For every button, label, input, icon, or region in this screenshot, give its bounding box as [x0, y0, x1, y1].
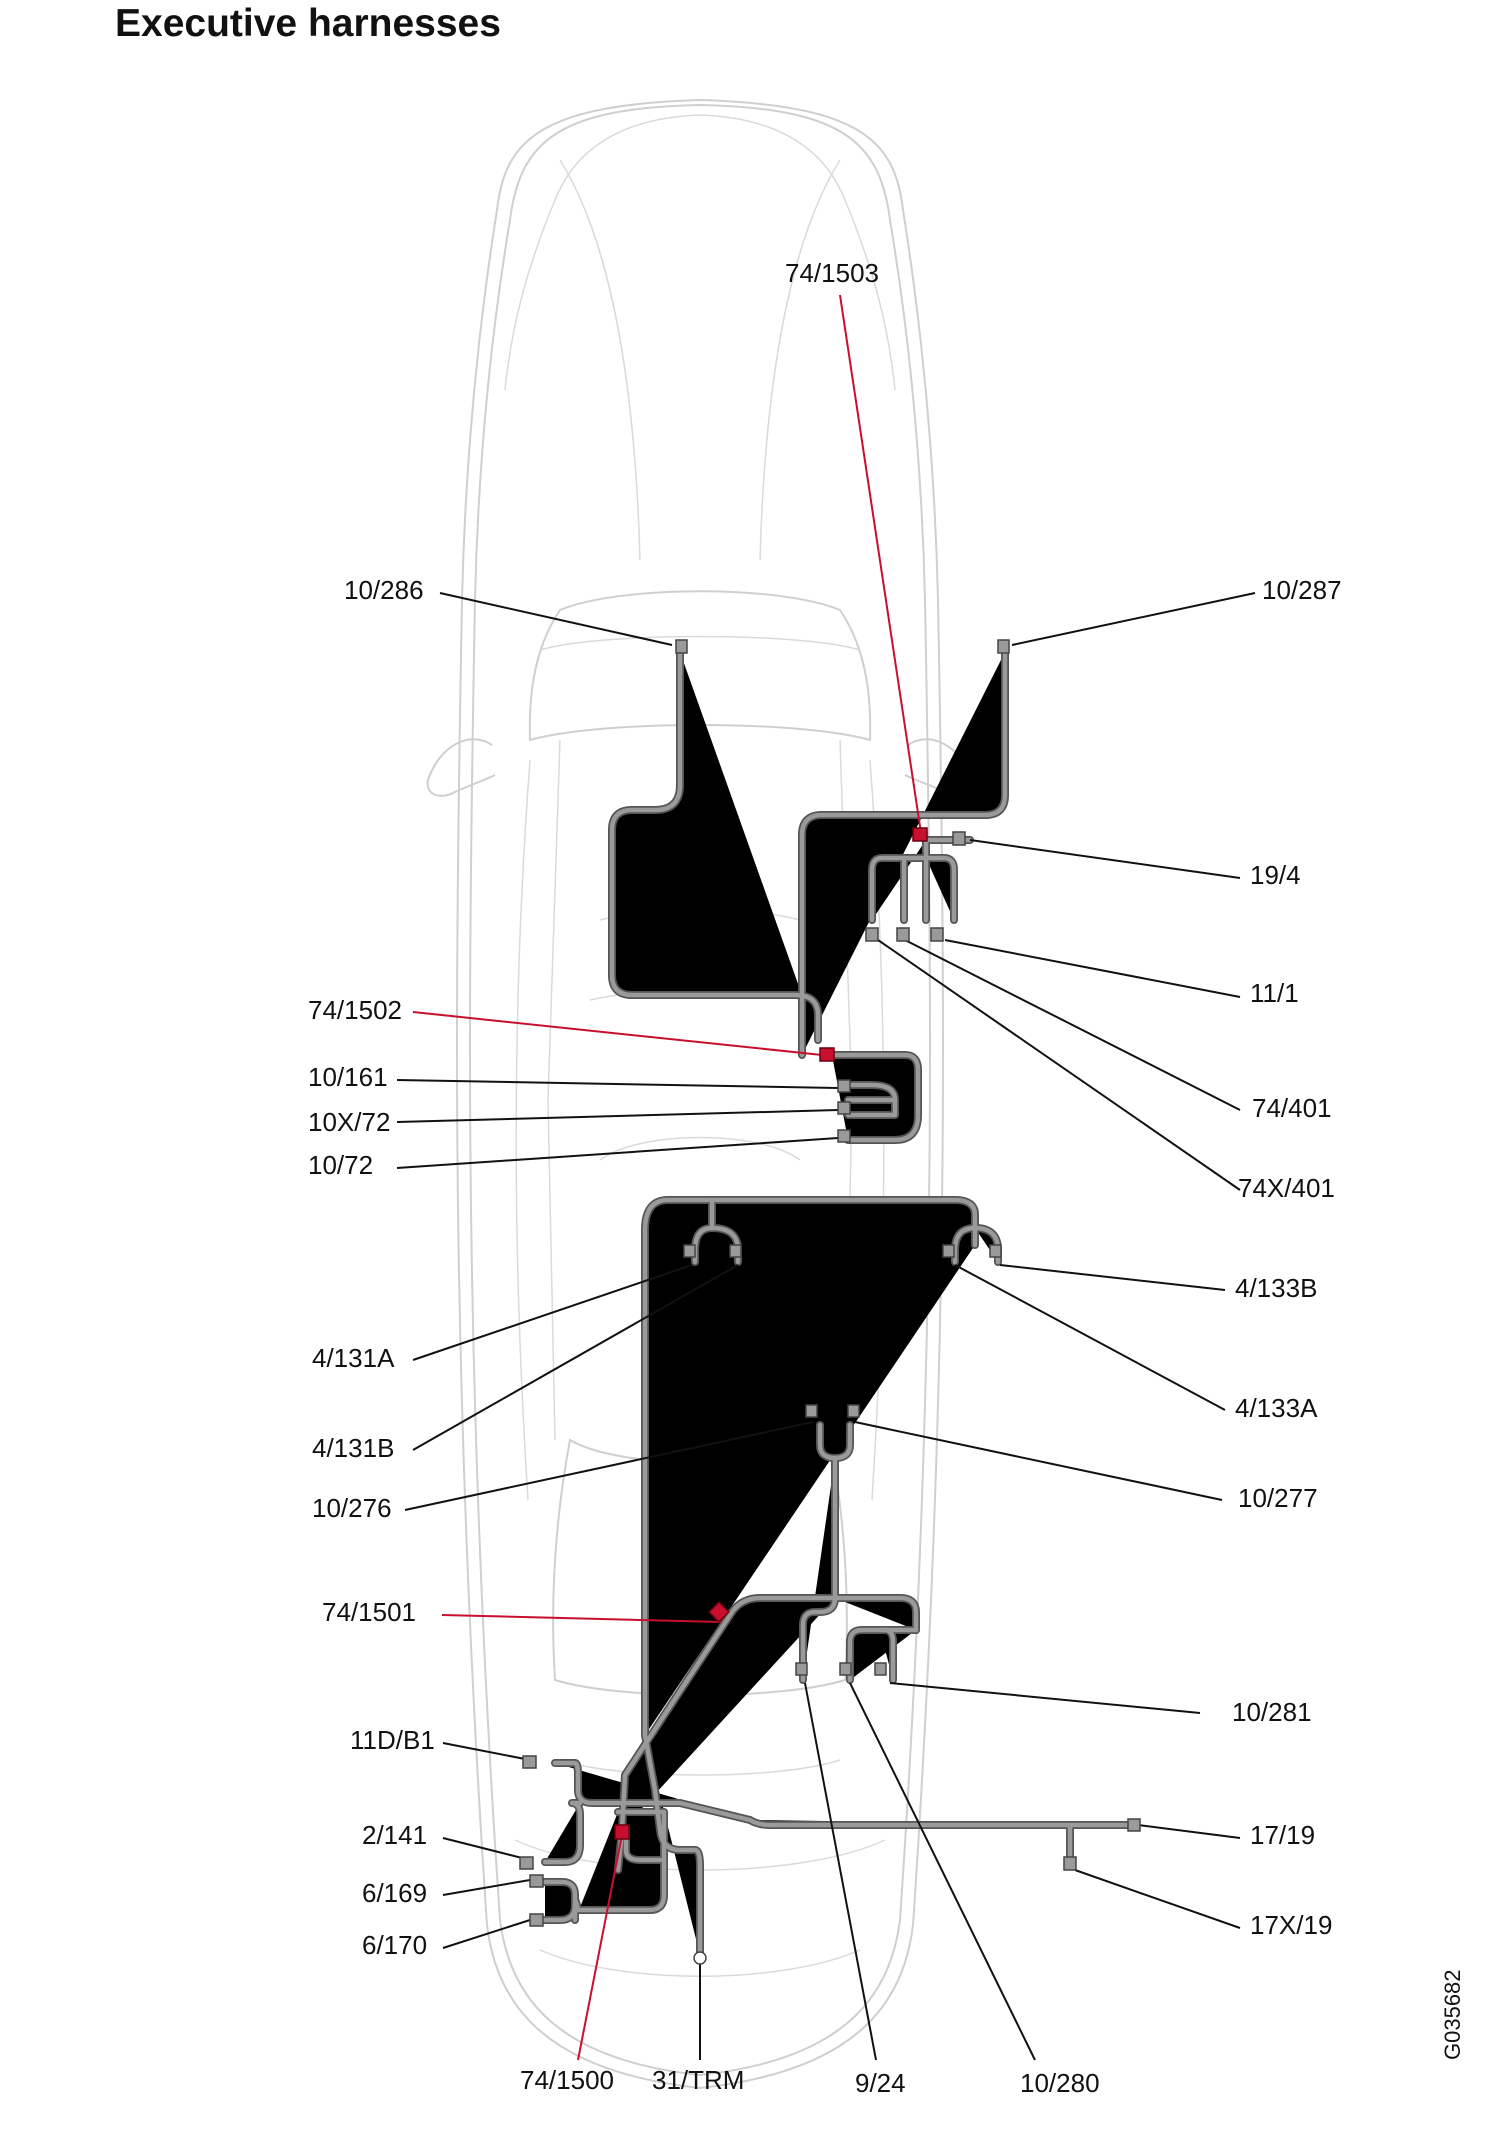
connector-10-287: [997, 639, 1010, 654]
connector-74-1500: [614, 1824, 630, 1840]
connector-74x-401: [865, 927, 879, 942]
label-74-401: 74/401: [1252, 1093, 1332, 1123]
page-title: Executive harnesses: [115, 2, 501, 45]
connector-9-24: [795, 1662, 808, 1676]
label-74x-401: 74X/401: [1238, 1173, 1335, 1203]
connector-10-72: [837, 1129, 851, 1143]
label-19-4: 19/4: [1250, 860, 1301, 890]
connector-4-133b: [989, 1244, 1002, 1258]
label-10-287: 10/287: [1262, 575, 1342, 605]
connector-10-161: [837, 1079, 851, 1093]
connector-11-1: [930, 927, 944, 942]
connector-10x-72: [837, 1101, 851, 1115]
label-10-280: 10/280: [1020, 2068, 1100, 2098]
connector-10-280: [839, 1662, 852, 1676]
label-31-trm: 31/TRM: [652, 2065, 745, 2095]
label-17-19: 17/19: [1250, 1820, 1316, 1850]
label-6-169: 6/169: [362, 1878, 428, 1908]
connector-11d-b1: [522, 1755, 537, 1769]
label-10-281: 10/281: [1232, 1697, 1312, 1727]
label-4-131b: 4/131B: [312, 1433, 395, 1463]
label-10-161: 10/161: [308, 1062, 388, 1092]
connector-10-286: [675, 639, 688, 654]
label-74-1503: 74/1503: [785, 258, 879, 288]
connector-74-1502: [819, 1047, 835, 1062]
label-10x-72: 10X/72: [308, 1107, 391, 1137]
label-10-286: 10/286: [344, 575, 424, 605]
label-17x-19: 17X/19: [1250, 1910, 1333, 1940]
connector-4-131a: [683, 1244, 696, 1258]
connector-10-277: [847, 1404, 860, 1418]
label-74-1500: 74/1500: [520, 2065, 614, 2095]
connector-6-169: [529, 1874, 544, 1888]
connector-74-401: [896, 927, 910, 942]
label-4-133b: 4/133B: [1235, 1273, 1318, 1303]
leader-lines: [396, 294, 1256, 2061]
label-10-72: 10/72: [308, 1150, 374, 1180]
label-11d-b1: 11D/B1: [350, 1725, 435, 1755]
connector-74-1501: [708, 1601, 730, 1623]
connector-2-141: [519, 1856, 534, 1870]
connector-4-131b: [729, 1244, 742, 1258]
label-2-141: 2/141: [362, 1820, 428, 1850]
label-10-276: 10/276: [312, 1493, 392, 1523]
label-9-24: 9/24: [855, 2068, 906, 2098]
label-74-1502: 74/1502: [308, 995, 402, 1025]
label-74-1501: 74/1501: [322, 1597, 416, 1627]
connector-10-276: [805, 1404, 818, 1418]
label-4-131a: 4/131A: [312, 1343, 395, 1373]
connector-31-trm: [693, 1951, 707, 1965]
label-11-1: 11/1: [1250, 978, 1299, 1008]
connector-17-19: [1127, 1818, 1141, 1832]
connector-6-170: [529, 1913, 544, 1927]
connector-17x-19: [1063, 1856, 1077, 1871]
connector-4-133a: [942, 1244, 955, 1258]
label-6-170: 6/170: [362, 1930, 428, 1960]
connectors: [519, 639, 1141, 1965]
label-10-277: 10/277: [1238, 1483, 1318, 1513]
connector-19-4: [952, 831, 966, 846]
label-4-133a: 4/133A: [1235, 1393, 1318, 1423]
connector-10-281: [874, 1662, 887, 1676]
drawing-code: G035682: [1440, 1969, 1465, 2060]
connector-74-1503: [912, 827, 928, 842]
